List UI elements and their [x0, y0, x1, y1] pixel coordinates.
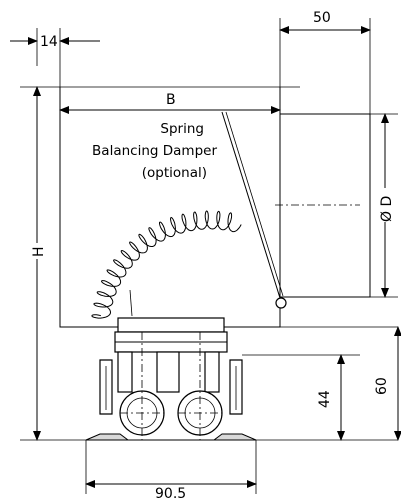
side-spigot	[275, 113, 371, 298]
dim-spigot-length: 50	[279, 10, 371, 34]
dim-height: H	[28, 86, 47, 441]
dim-width-label: B	[166, 92, 176, 108]
damper-label-line2: Balancing Damper	[92, 143, 217, 159]
dim-spigot-length-label: 50	[313, 10, 331, 26]
dim-base-height-label: 60	[374, 377, 390, 395]
dim-diffuser-height: 44	[317, 354, 345, 441]
dim-diffuser-width-label: 90.5	[155, 486, 186, 498]
damper-label: Spring Balancing Damper (optional)	[92, 121, 217, 181]
dim-height-label: H	[31, 246, 47, 257]
extension-lines	[20, 18, 398, 494]
damper-label-line3: (optional)	[142, 165, 207, 181]
dim-width: B	[59, 92, 281, 114]
damper-pivot-icon	[275, 297, 287, 309]
dim-flange: 14	[10, 34, 100, 50]
dim-flange-label: 14	[40, 34, 58, 50]
dim-diffuser-width: 90.5	[85, 480, 257, 498]
dim-base-height: 60	[374, 326, 401, 441]
dim-diameter: Ø D	[376, 113, 395, 298]
diffuser-assembly	[85, 317, 257, 441]
spring-coil	[91, 210, 242, 319]
damper-label-line1: Spring	[160, 121, 204, 137]
dim-diameter-label: Ø D	[379, 196, 395, 222]
dim-diffuser-height-label: 44	[317, 390, 333, 408]
damper-blade	[221, 111, 287, 309]
